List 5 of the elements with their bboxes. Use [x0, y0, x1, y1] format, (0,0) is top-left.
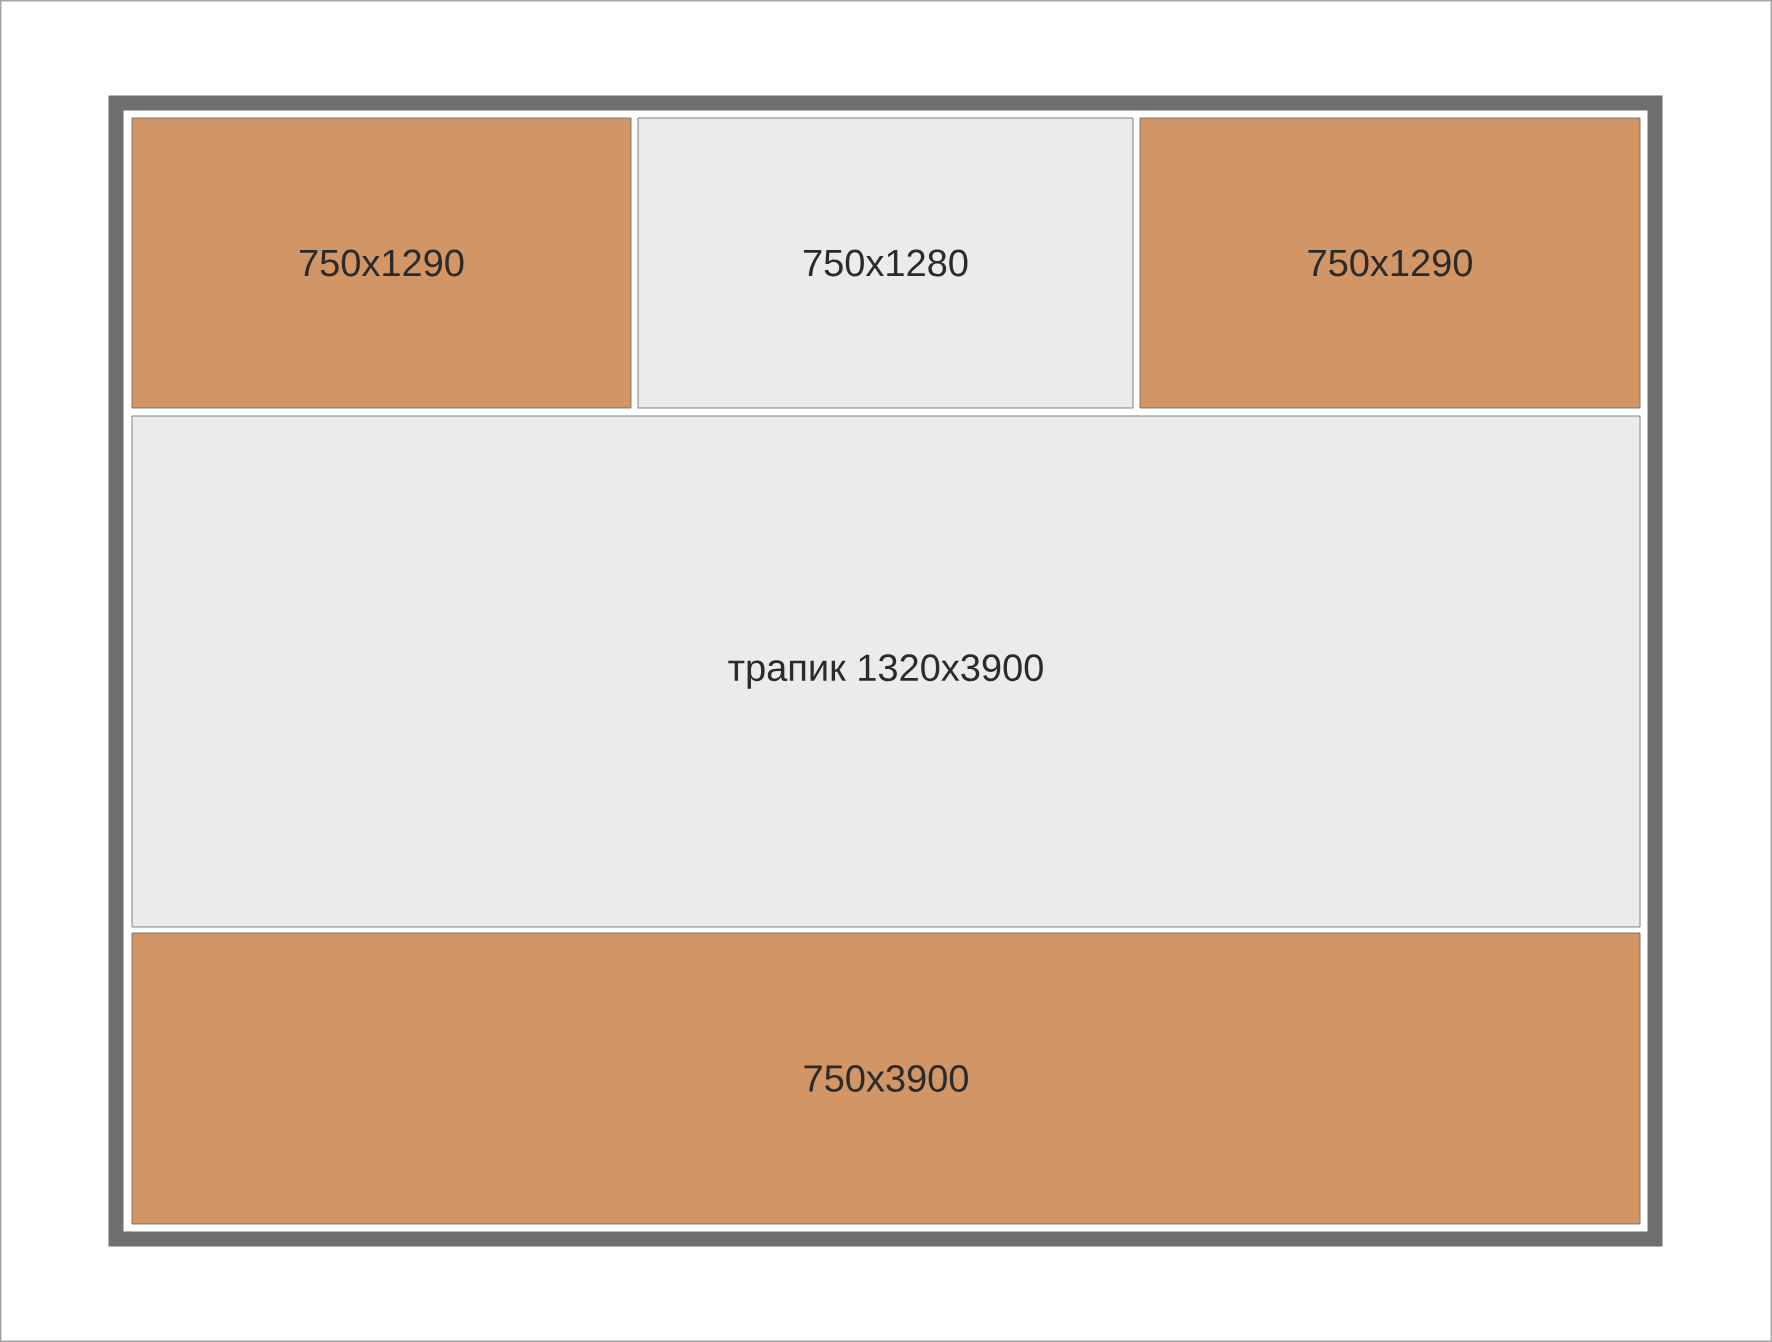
area-box: трапик 1320x3900 — [131, 415, 1641, 928]
area-box: 750x1280 — [637, 117, 1134, 409]
area-box: 750x1290 — [131, 117, 632, 409]
area-box: 750x1290 — [1139, 117, 1641, 409]
area-box: 750x3900 — [131, 932, 1641, 1225]
